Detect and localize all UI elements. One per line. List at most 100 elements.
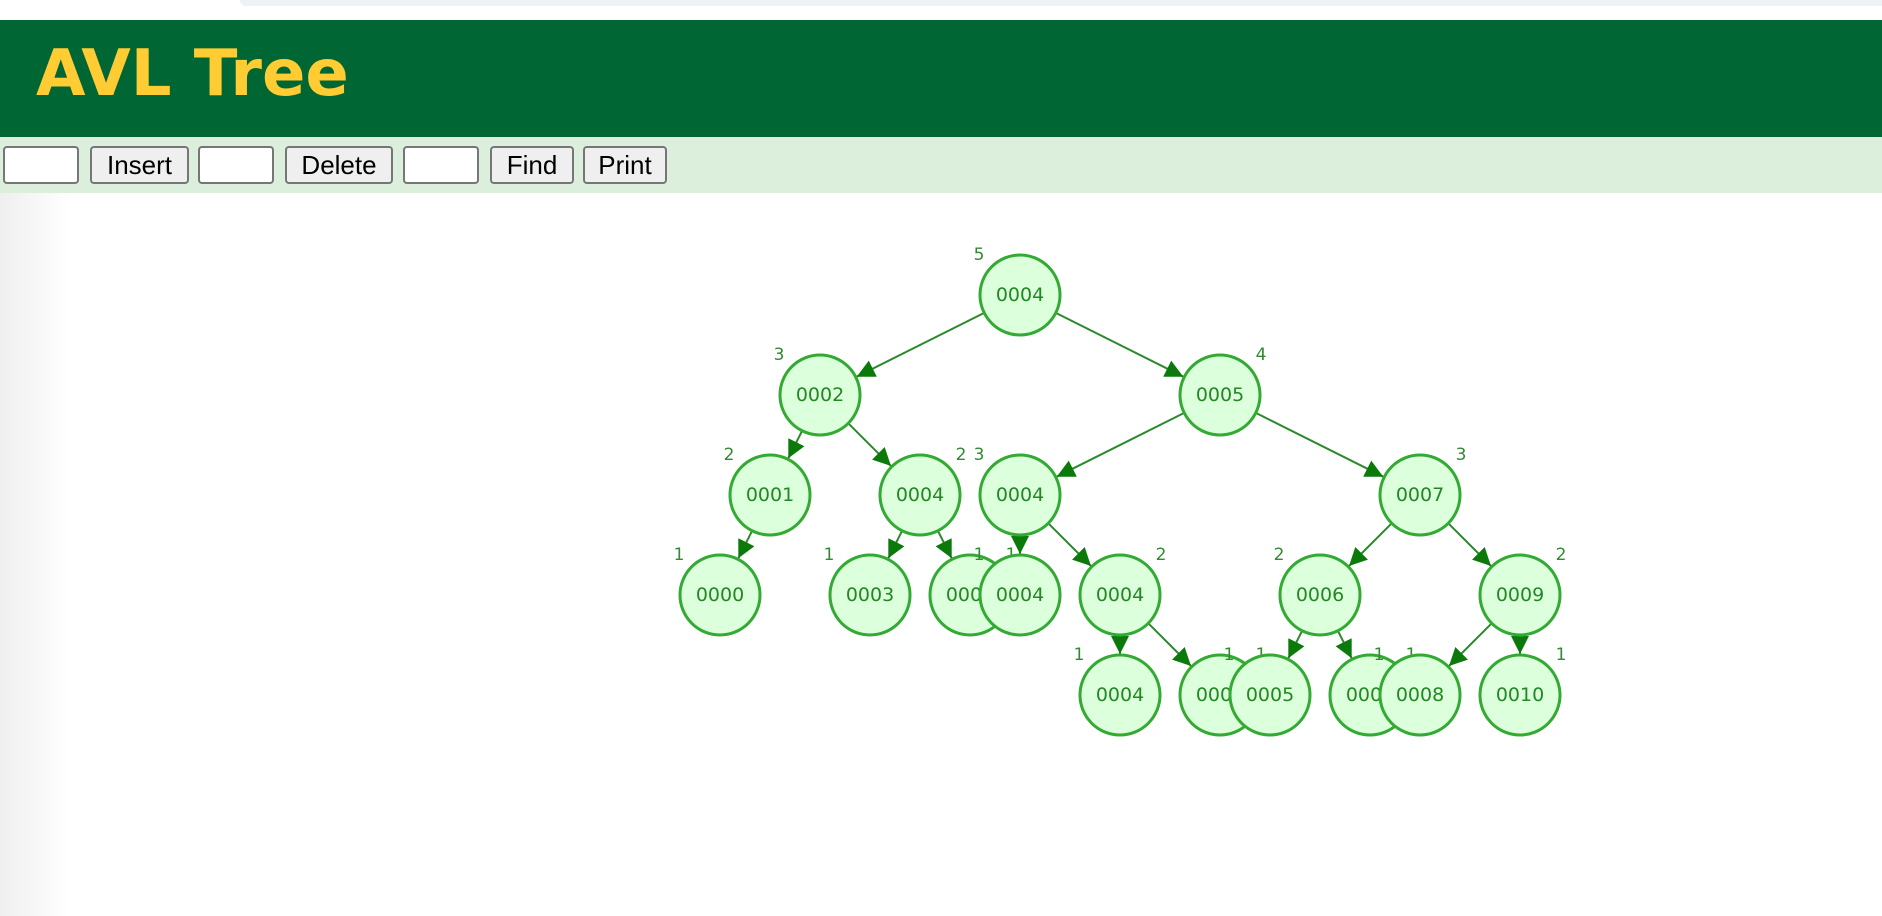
tree-node-value: 0005 [1246,684,1294,706]
delete-input[interactable] [198,146,274,184]
tree-node-circle [1378,653,1462,737]
tree-edge [1448,622,1493,667]
tree-edge [737,530,755,559]
tree-node: 0007 3 [1378,445,1467,537]
print-button[interactable]: Print [583,146,667,184]
tree-node-height: 2 [1556,545,1567,565]
tree-node-circle [1478,653,1562,737]
tree-node: 0009 2 [1478,545,1567,637]
tree-node: 0004 1 [974,545,1062,637]
browser-tab-edge [240,0,1882,6]
tree-node-circle [978,553,1062,637]
tree-node-value: 0004 [1096,584,1144,606]
tree-edge [1055,312,1184,378]
tree-node-height: 3 [1456,445,1467,465]
tree-edge [787,430,805,459]
tree-node-circle [778,353,862,437]
tree-node-circle [728,453,812,537]
toolbar: Insert Delete Find Print [0,137,1882,193]
tree-node: 0010 1 [1478,645,1567,737]
tree-node-circle [1078,553,1162,637]
tree-node: 0004 2 [1078,545,1167,637]
tree-node-height: 3 [974,445,985,465]
tree-node-value: 0009 [1496,584,1544,606]
tree-node-circle [678,553,762,637]
tree-node: 0001 2 [724,445,812,537]
tree-edge [1335,630,1353,659]
tree-node-circle [828,553,912,637]
find-input[interactable] [403,146,479,184]
tree-nodes: 0004 5 0002 3 0005 4 0001 2 0004 2 0004 3 0007 3 0000 1… [674,245,1567,737]
tree-node-value: 0006 [1296,584,1344,606]
tree-node-height: 1 [1374,645,1385,665]
tree-node-height: 5 [974,245,985,265]
tree-node: 0006 2 [1274,545,1362,637]
tree-node: 0004 3 [974,445,1062,537]
tree-node: 0004 1 [1074,645,1162,737]
tree-node-value: 0004 [896,484,944,506]
tree-node-circle [1178,353,1262,437]
tree-edge [935,530,953,559]
tree-edge [1287,630,1305,659]
insert-button[interactable]: Insert [90,146,189,184]
tree-node-value: 0007 [1396,484,1444,506]
tree-node-value: 0004 [996,284,1044,306]
tree-node-height: 2 [724,445,735,465]
tree-node-height: 2 [1274,545,1285,565]
tree-edge [847,422,892,467]
tree-edge [887,530,905,559]
tree-edge [1056,412,1185,478]
tree-node: 0004 5 [974,245,1062,337]
tree-node: 0003 1 [824,545,912,637]
tree-node-height: 3 [774,345,785,365]
tree-node: 0005 4 [1178,345,1267,437]
tree-node-circle [878,453,962,537]
tree-edge [1447,522,1492,567]
tree-node-height: 2 [1156,545,1167,565]
tree-edge [856,312,985,378]
tree-node-height: 4 [1256,345,1267,365]
delete-button[interactable]: Delete [285,146,393,184]
tree-edges [737,312,1529,667]
tree-node-height: 1 [1224,645,1235,665]
tree-node-value: 0010 [1496,684,1544,706]
tree-node: 0005 1 [1224,645,1312,737]
tree-node-value: 0004 [996,584,1044,606]
tree-node-height: 1 [974,545,985,565]
page-title: AVL Tree [36,37,349,111]
tree-canvas: 0004 5 0002 3 0005 4 0001 2 0004 2 0004 3 0007 3 0000 1… [674,245,1567,737]
tree-node: 0000 1 [674,545,762,637]
tree-node-circle [1378,453,1462,537]
tree-node: 0004 2 [878,445,967,537]
tree-node: 0008 1 [1374,645,1462,737]
tree-node-height: 1 [674,545,685,565]
tree-node-circle [1228,653,1312,737]
tree-node-circle [1478,553,1562,637]
tree-node-circle [978,253,1062,337]
tree-node-value: 0008 [1396,684,1444,706]
tree-node-value: 0000 [696,584,744,606]
left-shade [0,193,70,916]
tree-node-circle [1078,653,1162,737]
tree-edge [1047,522,1092,567]
tree-node-height: 2 [956,445,967,465]
find-button[interactable]: Find [490,146,574,184]
tree-node-value: 0002 [796,384,844,406]
tree-node-value: 0003 [846,584,894,606]
tree-node: 0002 3 [774,345,862,437]
tree-node-height: 1 [1556,645,1567,665]
tree-edge [1255,412,1384,478]
tree-node-height: 1 [1074,645,1085,665]
tree-node-value: 0001 [746,484,794,506]
page-header: AVL Tree [0,20,1882,137]
tree-node-value: 0005 [1196,384,1244,406]
tree-node-circle [978,453,1062,537]
browser-top-strip [0,0,1882,20]
insert-input[interactable] [3,146,79,184]
tree-node-value: 0004 [1096,684,1144,706]
tree-edge [1147,622,1192,667]
tree-node-height: 1 [824,545,835,565]
tree-node-circle [1278,553,1362,637]
tree-node-value: 0004 [996,484,1044,506]
tree-edge [1348,522,1393,567]
